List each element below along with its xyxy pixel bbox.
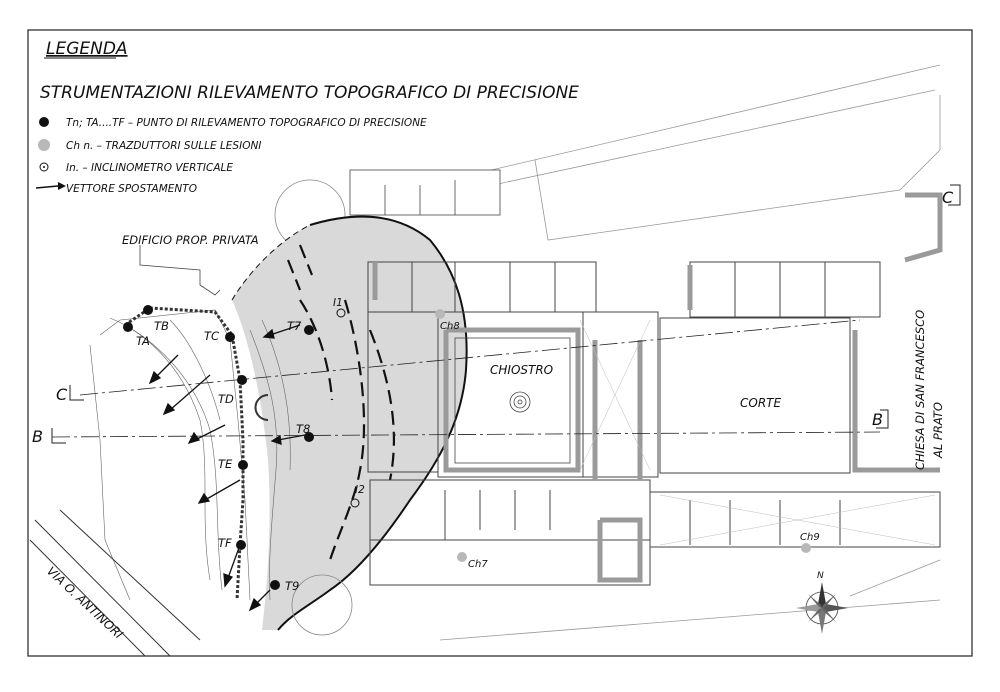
label-tf: TF — [218, 536, 232, 550]
street-label: VIA O. ANTINORI — [44, 564, 126, 642]
label-tb: TB — [154, 319, 169, 333]
inclinometer-i2 — [350, 498, 360, 508]
label-ta: TA — [136, 334, 150, 348]
bottom-circle — [291, 574, 353, 636]
transducer-ch8 — [435, 309, 445, 319]
point-tf — [236, 540, 246, 550]
cloister-inner — [454, 337, 571, 464]
court-label: CORTE — [740, 396, 781, 410]
drawing-frame — [27, 29, 973, 657]
transducer-ch7 — [457, 552, 467, 562]
point-ta — [123, 322, 133, 332]
point-tb — [143, 305, 153, 315]
private-building — [139, 169, 501, 296]
affected-area — [232, 216, 467, 630]
legend-heading: LEGENDA — [46, 39, 128, 59]
point-t8 — [304, 432, 314, 442]
transducer-ch9 — [801, 543, 811, 553]
crack-transducers — [435, 309, 811, 562]
section-lines — [51, 319, 881, 438]
label-t7: T7 — [287, 319, 302, 333]
section-b-left: B — [32, 427, 43, 446]
point-t7 — [304, 325, 314, 335]
point-te — [238, 460, 248, 470]
point-tc — [225, 332, 235, 342]
legend-arrow-icon — [35, 182, 66, 190]
section-markers — [51, 184, 961, 444]
section-c-right: C — [942, 188, 954, 207]
slope-lines — [89, 309, 291, 601]
convent-walls — [367, 261, 941, 586]
label-te: TE — [218, 457, 233, 471]
legend-subtitle: STRUMENTAZIONI RILEVAMENTO TOPOGRAFICO D… — [40, 83, 579, 103]
legend-black-dot-icon — [39, 117, 49, 127]
private-building-label: EDIFICIO PROP. PRIVATA — [122, 233, 259, 247]
point-t9 — [270, 580, 280, 590]
property-boundary — [439, 64, 941, 641]
inclinometers — [336, 308, 360, 508]
legend-item-2: Ch n. – TRAZDUTTORI SULLE LESIONI — [66, 140, 261, 152]
displacement-dashes — [286, 244, 395, 561]
legend-grey-dot-icon — [38, 139, 50, 151]
inclinometer-i1 — [336, 308, 346, 318]
label-tc: TC — [204, 329, 219, 343]
thick-walls — [372, 192, 943, 583]
legend-item-4: VETTORE SPOSTAMENTO — [66, 183, 197, 195]
section-b-right: B — [872, 410, 883, 429]
label-ch9: Ch9 — [800, 532, 820, 543]
point-td — [237, 375, 247, 385]
label-ch8: Ch8 — [440, 321, 460, 332]
niche — [254, 394, 269, 421]
affected-area-dashed-edge — [231, 224, 311, 301]
cloister-label: CHIOSTRO — [490, 363, 553, 377]
label-ch7: Ch7 — [468, 559, 488, 570]
church-label-line2: AL PRATO — [931, 402, 945, 459]
label-t9: T9 — [285, 579, 299, 593]
legend-item-1: Tn; TA....TF – PUNTO DI RILEVAMENTO TOPO… — [66, 117, 427, 129]
label-i1: I1 — [333, 297, 343, 309]
compass-rose-icon — [796, 582, 848, 634]
legend-inclinometer-icon — [39, 162, 49, 172]
corridor-hatch — [579, 319, 936, 546]
section-c-left: C — [56, 385, 68, 404]
legend-item-3: In. – INCLINOMETRO VERTICALE — [66, 162, 233, 174]
label-t8: T8 — [296, 422, 310, 436]
affected-area-boundary — [277, 215, 468, 631]
legend-inclinometer-center — [43, 166, 45, 168]
street — [29, 509, 201, 657]
label-i2: I2 — [355, 484, 365, 496]
retaining-wall — [124, 306, 245, 601]
label-td: TD — [218, 392, 234, 406]
survey-points — [123, 305, 314, 590]
church-label-line1: CHIESA DI SAN FRANCESCO — [913, 310, 927, 470]
north-label: N — [817, 571, 824, 581]
displacement-vectors — [148, 324, 306, 612]
